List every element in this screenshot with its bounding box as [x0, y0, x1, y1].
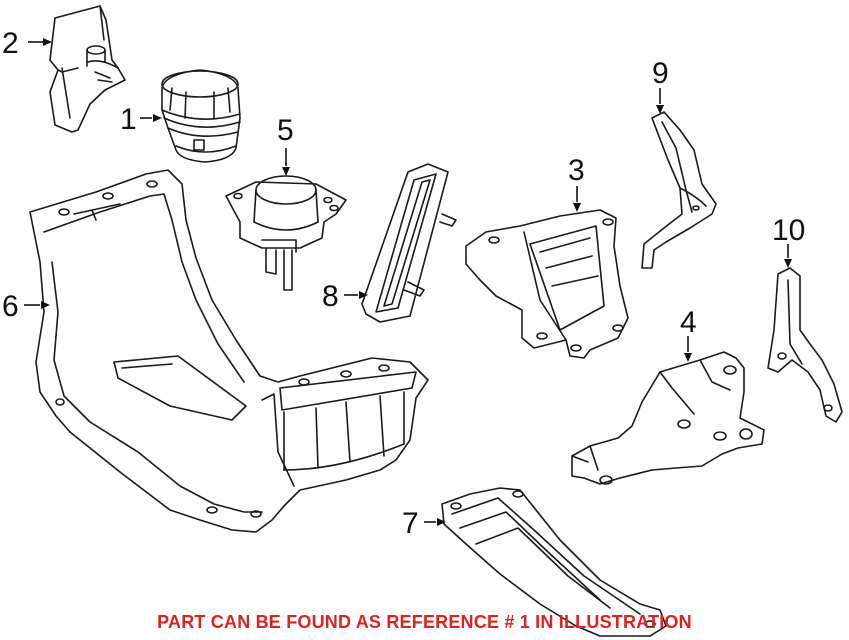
callout-leader-1	[140, 114, 162, 122]
part-2-bracket	[49, 5, 126, 133]
callout-1: 1	[120, 103, 137, 136]
callout-leader-6	[24, 301, 50, 309]
callout-3: 3	[568, 154, 585, 187]
callout-leader-10	[784, 244, 792, 268]
callout-leaders	[24, 38, 792, 526]
footer-note: PART CAN BE FOUND AS REFERENCE # 1 IN IL…	[157, 612, 692, 632]
callout-leader-5	[282, 148, 290, 176]
callout-labels: 2 1 5 3 9 10 4 6 8 7	[2, 27, 805, 540]
callout-4: 4	[680, 306, 697, 339]
callout-5: 5	[277, 114, 294, 147]
callout-leader-7	[424, 518, 446, 526]
callout-6: 6	[2, 290, 19, 323]
callout-2: 2	[2, 27, 19, 60]
callout-leader-2	[28, 38, 52, 46]
callout-leader-3	[573, 186, 581, 212]
part-4-bracket	[571, 351, 765, 485]
callout-leader-9	[656, 88, 664, 114]
callout-9: 9	[652, 57, 669, 90]
part-9-bracket	[641, 111, 717, 269]
part-1-engine-mount	[161, 69, 241, 163]
callout-7: 7	[402, 507, 419, 540]
part-7-skid-plate	[441, 487, 667, 637]
part-10-bracket	[767, 267, 843, 423]
part-5-mount	[225, 175, 347, 291]
part-6-crossmember	[29, 169, 429, 533]
callout-8: 8	[322, 280, 339, 313]
callout-leader-8	[344, 291, 368, 299]
callout-leader-4	[684, 336, 692, 362]
part-8-strip	[361, 163, 457, 323]
callout-10: 10	[772, 214, 805, 247]
part-3-bracket	[465, 209, 629, 359]
